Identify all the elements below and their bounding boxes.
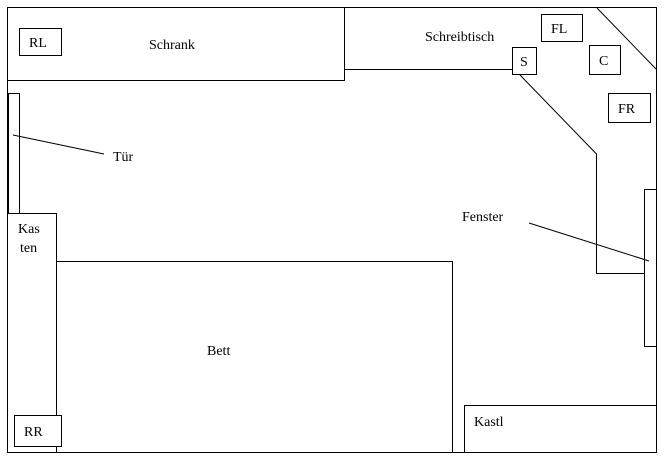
wardrobe-label: Schrank — [149, 38, 195, 53]
chest-shape — [7, 213, 57, 453]
desk-outline — [344, 8, 512, 70]
chest-label-line1: Kas — [18, 222, 40, 237]
small-cabinet-shape — [464, 405, 657, 453]
marker-rl-box — [19, 28, 62, 56]
door-label: Tür — [113, 150, 134, 165]
marker-rr: RR — [24, 425, 43, 440]
marker-rl: RL — [29, 36, 47, 51]
door-shape — [8, 93, 20, 219]
door-pointer-line — [12, 134, 105, 155]
marker-rr-box — [14, 415, 62, 447]
chest-label-line2: ten — [20, 241, 37, 256]
bed-label: Bett — [207, 344, 230, 359]
window-alcove-outline — [519, 74, 645, 274]
wardrobe-shape — [7, 7, 345, 81]
marker-c: C — [599, 54, 608, 69]
window-pointer-line — [528, 222, 650, 262]
marker-fr: FR — [618, 102, 636, 117]
small-cabinet-label: Kastl — [474, 415, 504, 430]
desk-label: Schreibtisch — [425, 30, 494, 45]
bed-shape — [56, 261, 453, 453]
marker-fl: FL — [551, 22, 567, 37]
marker-s-box — [512, 47, 537, 75]
marker-fr-box — [608, 93, 651, 123]
marker-fl-box — [541, 14, 583, 42]
window-shape — [644, 189, 657, 347]
marker-c-box — [589, 45, 621, 75]
marker-s: S — [520, 55, 528, 70]
corner-diagonal — [596, 7, 657, 70]
window-label: Fenster — [462, 210, 504, 225]
